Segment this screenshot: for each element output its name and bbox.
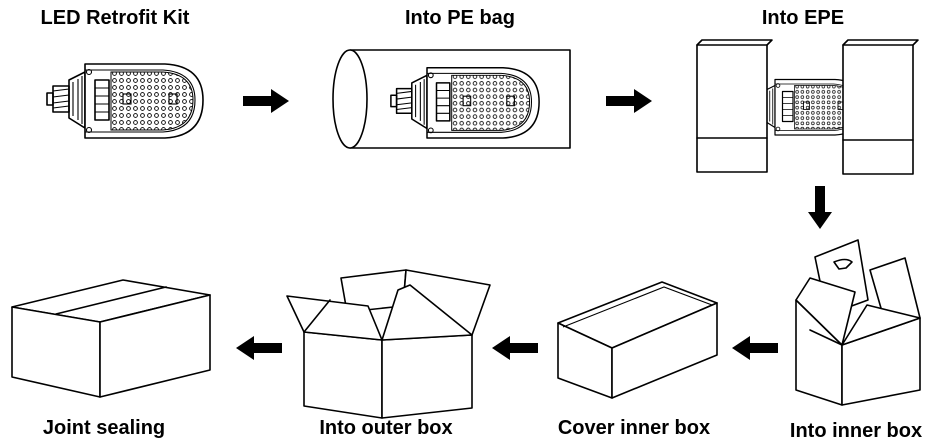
inner-box-open-illustration <box>795 239 921 406</box>
down-arrow <box>808 186 832 229</box>
step-into-inner-box: Into inner box <box>790 239 922 442</box>
step-label: Cover inner box <box>558 417 710 439</box>
right-arrow <box>606 89 652 113</box>
step-joint-sealing: Joint sealing <box>11 279 211 439</box>
left-arrow <box>732 336 778 360</box>
step-label: LED Retrofit Kit <box>41 7 190 29</box>
step-into-pe-bag: Into PE bag <box>332 7 571 149</box>
step-label: Joint sealing <box>43 417 165 439</box>
step-into-epe: Into EPE <box>696 7 919 175</box>
step-led-retrofit-kit: LED Retrofit Kit <box>41 7 204 139</box>
lamp-illustration <box>46 63 204 139</box>
closed-inner-box-illustration <box>557 281 718 399</box>
step-into-outer-box: Into outer box <box>286 269 491 439</box>
step-label: Into outer box <box>319 417 452 439</box>
outer-box-open-illustration <box>286 269 491 419</box>
step-label: Into inner box <box>790 420 922 442</box>
step-label: Into EPE <box>762 7 844 29</box>
step-cover-inner-box: Cover inner box <box>557 281 718 439</box>
epe-illustration <box>696 39 919 175</box>
sealed-outer-box-illustration <box>11 279 211 398</box>
left-arrow <box>492 336 538 360</box>
right-arrow <box>243 89 289 113</box>
left-arrow <box>236 336 282 360</box>
pe-bag-illustration <box>332 49 571 149</box>
step-label: Into PE bag <box>405 7 515 29</box>
